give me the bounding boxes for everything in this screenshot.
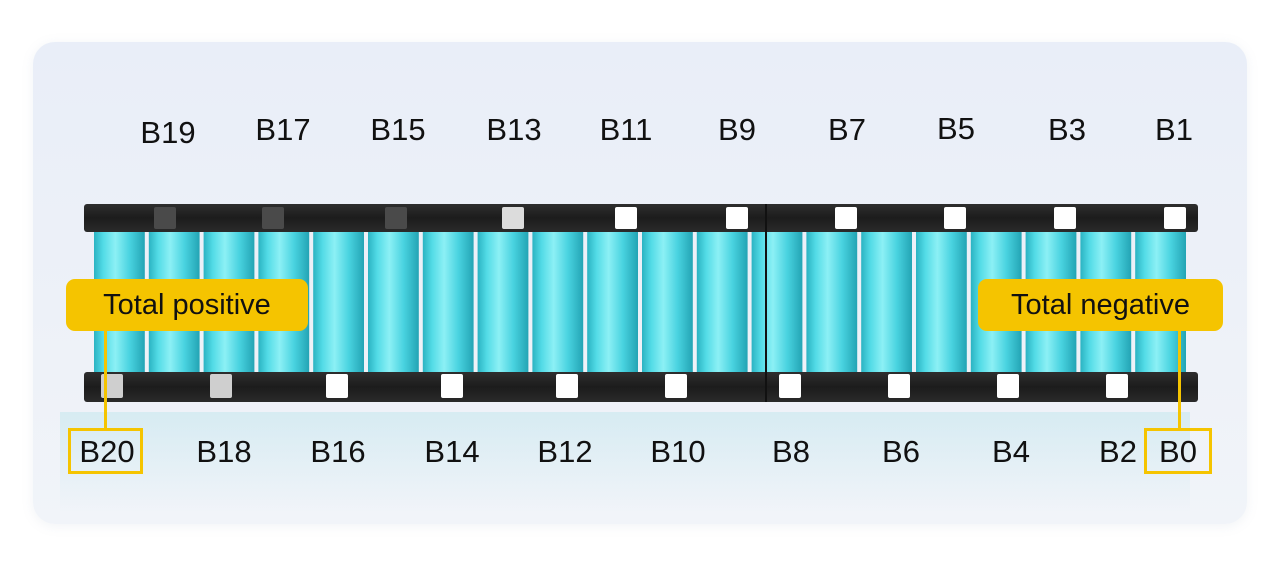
holder-tab (262, 207, 284, 229)
label-b7: B7 (828, 112, 866, 147)
holder-tab (210, 374, 232, 398)
label-b16: B16 (310, 434, 366, 469)
holder-tab (944, 207, 966, 229)
holder-tab (154, 207, 176, 229)
top-holder (84, 204, 1198, 232)
holder-tab (385, 207, 407, 229)
pack-reflection (60, 412, 1190, 512)
negative-connector-line (1178, 330, 1181, 428)
battery-cell (916, 222, 967, 384)
label-b18: B18 (196, 434, 252, 469)
total-positive-callout: Total positive (66, 279, 308, 331)
holder-tab (441, 374, 463, 398)
holder-tab (779, 374, 801, 398)
holder-tab (665, 374, 687, 398)
label-b5: B5 (937, 111, 975, 146)
battery-cell (587, 222, 638, 384)
label-b0: B0 (1159, 434, 1197, 469)
battery-cell (642, 222, 693, 384)
label-b20: B20 (79, 434, 135, 469)
b20-highlight-box (68, 428, 143, 474)
holder-tab (556, 374, 578, 398)
holder-tab (1164, 207, 1186, 229)
battery-cell (806, 222, 858, 384)
holder-tab (888, 374, 910, 398)
holder-tab (502, 207, 524, 229)
label-b15: B15 (370, 112, 426, 147)
holder-tab (1054, 207, 1076, 229)
label-b10: B10 (650, 434, 706, 469)
label-b17: B17 (255, 112, 311, 147)
battery-cell (532, 222, 584, 384)
battery-cell (477, 222, 529, 384)
battery-cell (696, 222, 748, 384)
label-b6: B6 (882, 434, 920, 469)
holder-tab (726, 207, 748, 229)
holder-tab (615, 207, 637, 229)
battery-cell (313, 222, 364, 384)
b0-highlight-box (1144, 428, 1212, 474)
label-b9: B9 (718, 112, 756, 147)
label-b8: B8 (772, 434, 810, 469)
battery-cell (751, 222, 803, 384)
battery-cell (861, 222, 912, 384)
holder-tab (997, 374, 1019, 398)
label-b1: B1 (1155, 112, 1193, 147)
label-b12: B12 (537, 434, 593, 469)
label-b4: B4 (992, 434, 1030, 469)
label-b19: B19 (140, 115, 196, 150)
label-b14: B14 (424, 434, 480, 469)
battery-cell (368, 222, 419, 384)
label-b13: B13 (486, 112, 542, 147)
label-b11: B11 (599, 112, 653, 147)
label-b3: B3 (1048, 112, 1086, 147)
total-negative-callout: Total negative (978, 279, 1223, 331)
bottom-holder (84, 372, 1198, 402)
holder-tab (835, 207, 857, 229)
label-b2: B2 (1099, 434, 1137, 469)
positive-connector-line (104, 330, 107, 428)
holder-tab (326, 374, 348, 398)
battery-cell (422, 222, 474, 384)
holder-tab (1106, 374, 1128, 398)
